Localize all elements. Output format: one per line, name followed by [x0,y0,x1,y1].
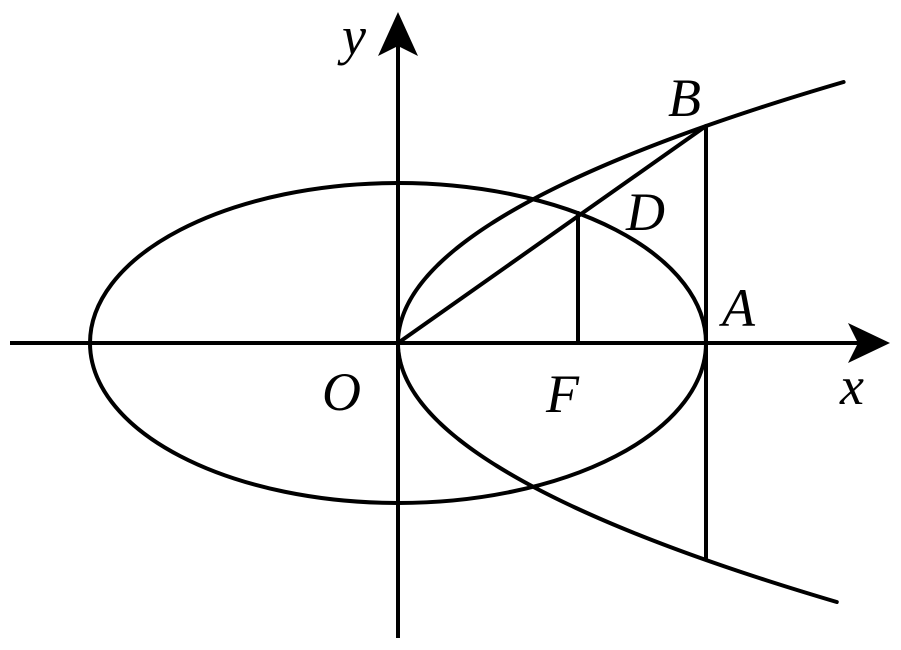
segment-OB [396,124,708,345]
x-axis-label: x [839,356,864,416]
y-axis-label: y [337,6,366,66]
point-F-label: F [545,364,580,424]
point-B-label: B [668,68,701,128]
point-D-label: D [625,182,665,242]
point-A-label: A [719,278,756,338]
x-axis-arrow-icon [848,323,890,363]
y-axis-arrow-icon [378,12,418,56]
origin-label: O [322,362,361,422]
